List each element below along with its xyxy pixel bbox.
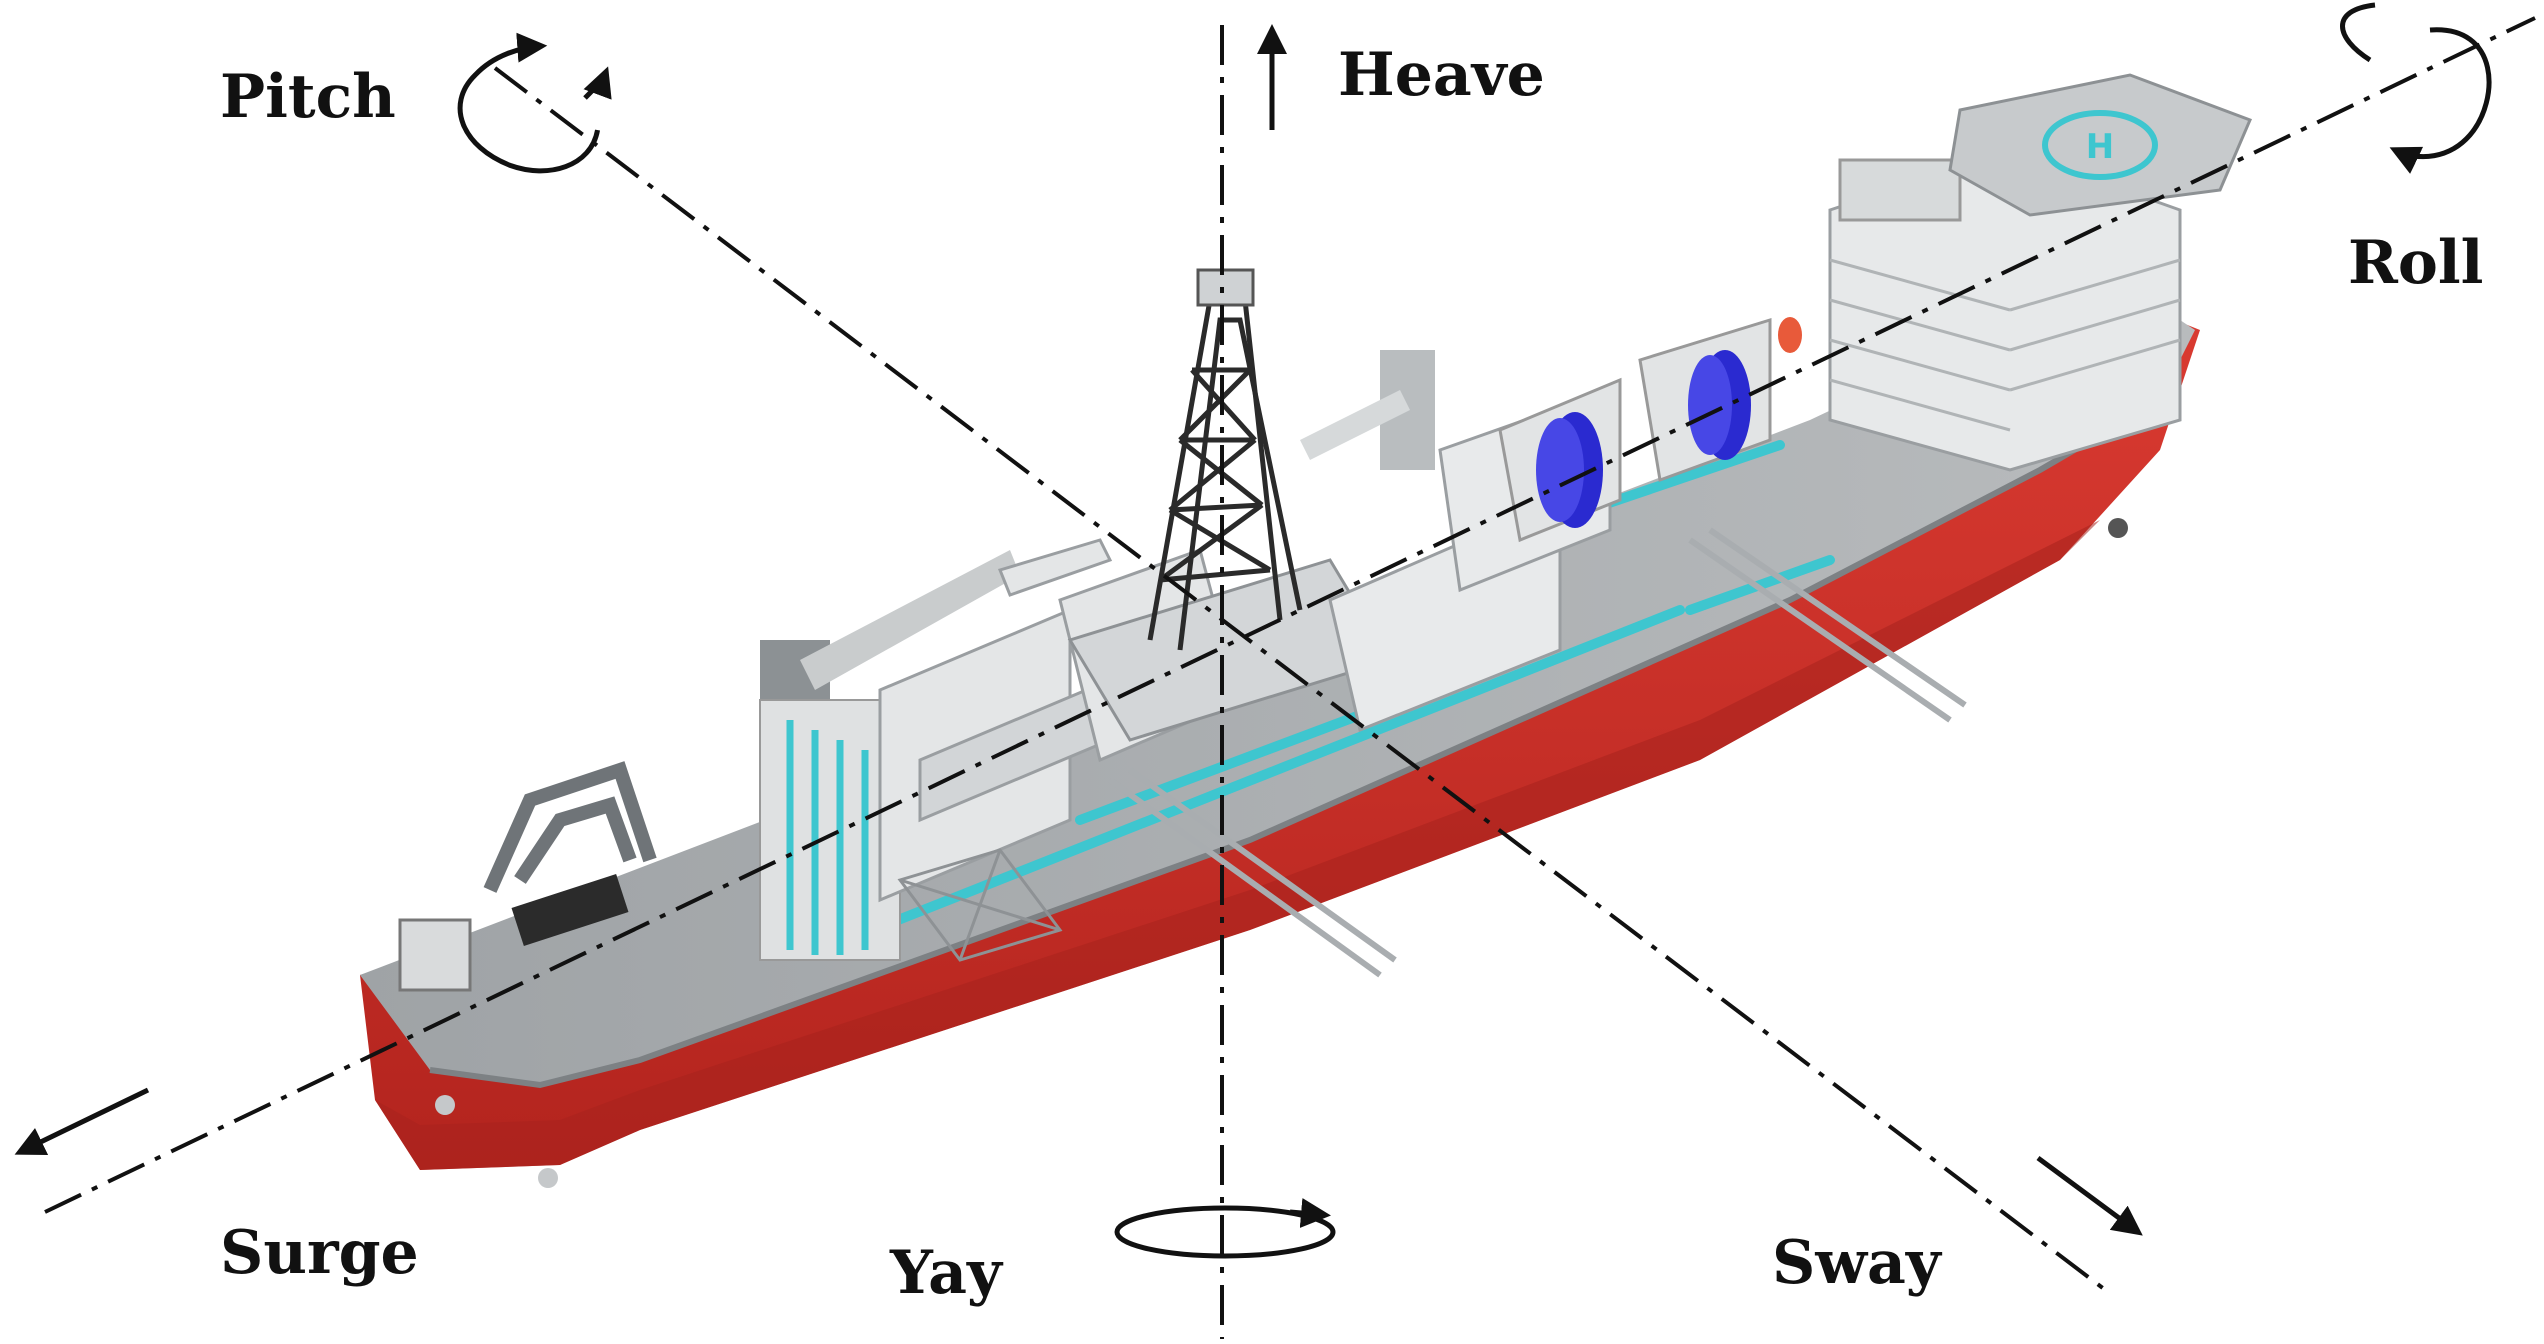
aft-a-frame xyxy=(483,761,657,893)
yay-label: Yay xyxy=(890,1238,1002,1308)
umbilical-reel-2 xyxy=(1638,317,1772,483)
roll-rotation-icon xyxy=(2340,2,2376,63)
yay-rotation-arrowhead xyxy=(1289,1198,1331,1228)
stern-equipment xyxy=(398,918,472,992)
pitch-rotation-icon xyxy=(457,32,601,174)
crown-block xyxy=(1196,268,1255,307)
pitch-rotation-tail xyxy=(583,66,612,100)
aft-deck-equipment xyxy=(511,873,629,947)
thruster-aft-2 xyxy=(538,1168,558,1188)
surge-arrow-icon xyxy=(14,1087,150,1156)
heave-label: Heave xyxy=(1338,40,1545,110)
sway-label: Sway xyxy=(1772,1228,1941,1298)
roll-label: Roll xyxy=(2348,228,2484,298)
yay-rotation-icon xyxy=(1114,1205,1336,1259)
thruster-fwd xyxy=(2108,518,2128,538)
gangway-fwd xyxy=(1688,527,1967,723)
pitch-sway-axis xyxy=(493,66,2110,1294)
bow-light xyxy=(1778,317,1802,353)
lattice-structure xyxy=(897,848,1063,962)
deck-edge xyxy=(429,397,2162,1089)
surge-label: Surge xyxy=(220,1218,419,1288)
roll-rotation-arc xyxy=(2389,27,2492,174)
drillship-illustration: H xyxy=(360,73,2252,1188)
mid-crane xyxy=(1300,350,1435,470)
gangway-aft xyxy=(1108,767,1397,978)
axes xyxy=(44,16,2536,1339)
motion-indicators xyxy=(14,2,2492,1259)
pitch-label: Pitch xyxy=(220,62,396,132)
thruster-aft xyxy=(435,1095,455,1115)
svg-text:H: H xyxy=(2086,127,2114,167)
sway-arrow-icon xyxy=(2036,1155,2143,1236)
helideck: H xyxy=(1948,73,2252,217)
